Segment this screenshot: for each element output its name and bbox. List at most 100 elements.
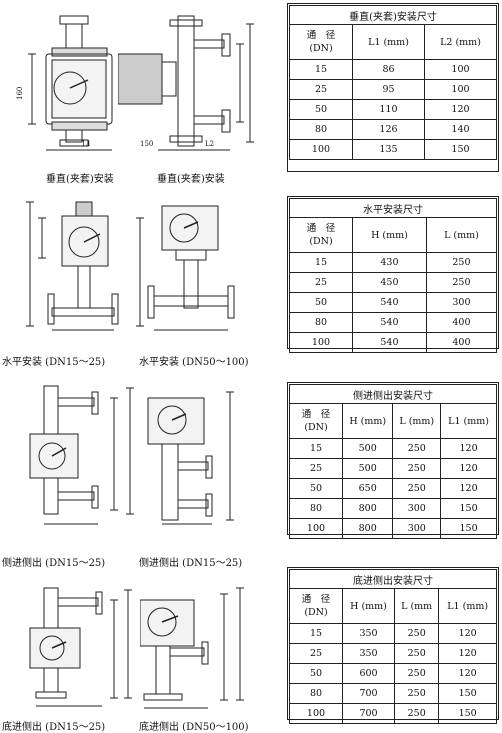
cell: 80: [289, 683, 343, 704]
vertical-front-drawing: [28, 15, 113, 151]
cell: 650: [341, 478, 394, 499]
cell: 250: [394, 663, 440, 684]
cell: 250: [392, 438, 442, 459]
side-in-side-out-2-drawing: [147, 391, 234, 525]
header-dn: 通 径 (DN): [289, 217, 353, 253]
cell: 300: [425, 292, 498, 313]
cell: 250: [394, 643, 440, 664]
cell: 86: [352, 59, 425, 80]
caption-vertical-1: 垂直(夹套)安装: [46, 174, 114, 185]
cell: 250: [425, 272, 498, 293]
cell: 126: [352, 119, 425, 140]
caption-horizontal-2: 水平安装 (DN50～100): [139, 357, 249, 368]
cell: 110: [352, 99, 425, 120]
table-title: 侧进侧出安装尺寸: [289, 384, 497, 404]
cell: 350: [341, 643, 396, 664]
header-l1: L1 (mm): [352, 24, 425, 60]
cell: 600: [341, 663, 396, 684]
cell: 25: [289, 458, 343, 479]
cell: 120: [440, 438, 497, 459]
horizontal-small-drawing: [26, 201, 119, 331]
cell: 100: [289, 139, 353, 160]
cell: 430: [352, 252, 427, 273]
cell: 50: [289, 478, 343, 499]
cell: 540: [352, 332, 427, 353]
cell: 540: [352, 292, 427, 313]
cell: 100: [424, 79, 497, 100]
cell: 500: [341, 458, 394, 479]
dim-150-label: 150: [140, 140, 154, 148]
cell: 100: [289, 332, 353, 353]
cell: 150: [424, 139, 497, 160]
caption-bottom-1: 底进侧出 (DN15～25): [2, 722, 106, 733]
dim-160-label: 160: [16, 86, 24, 100]
cell: 25: [289, 272, 353, 293]
cell: 800: [341, 518, 394, 539]
header-dn: 通 径 (DN): [289, 24, 353, 60]
dim-l2-label: L2: [205, 140, 215, 148]
cell: 50: [289, 99, 353, 120]
cell: 500: [341, 438, 394, 459]
cell: 250: [392, 478, 442, 499]
cell: 300: [392, 498, 442, 519]
cell: 15: [289, 438, 343, 459]
header-l2: L2 (mm): [424, 24, 497, 60]
header-l: L (mm): [425, 217, 498, 253]
header-dn: 通 径 (DN): [289, 588, 343, 624]
cell: 250: [394, 703, 440, 724]
cell: 50: [289, 292, 353, 313]
cell: 150: [440, 498, 497, 519]
header-l: L (mm): [392, 403, 442, 439]
cell: 250: [394, 623, 440, 644]
cell: 150: [438, 683, 497, 704]
caption-bottom-2: 底进侧出 (DN50～100): [139, 722, 249, 733]
caption-horizontal-1: 水平安装 (DN15～25): [2, 357, 106, 368]
header-h: H (mm): [341, 403, 394, 439]
cell: 80: [289, 498, 343, 519]
cell: 150: [438, 703, 497, 724]
cell: 250: [392, 458, 442, 479]
cell: 15: [289, 59, 353, 80]
vertical-side-drawing: [118, 15, 254, 151]
cell: 15: [289, 252, 353, 273]
bottom-in-side-out-1-drawing: [29, 587, 132, 707]
cell: 700: [341, 703, 396, 724]
cell: 100: [424, 59, 497, 80]
header-l1: L1 (mm): [440, 403, 497, 439]
caption-side-1: 侧进侧出 (DN15～25): [2, 558, 106, 569]
table-title: 水平安装尺寸: [289, 198, 497, 218]
cell: 450: [352, 272, 427, 293]
dim-l1-label: L1: [82, 140, 92, 148]
cell: 120: [438, 663, 497, 684]
cell: 800: [341, 498, 394, 519]
cell: 80: [289, 312, 353, 333]
bottom-in-side-out-2-drawing: [140, 587, 244, 709]
cell: 140: [424, 119, 497, 140]
cell: 120: [438, 623, 497, 644]
cell: 80: [289, 119, 353, 140]
cell: 95: [352, 79, 425, 100]
cell: 25: [289, 79, 353, 100]
cell: 120: [438, 643, 497, 664]
table-title: 底进侧出安装尺寸: [289, 569, 497, 589]
cell: 120: [424, 99, 497, 120]
cell: 120: [440, 478, 497, 499]
side-install-table: 侧进侧出安装尺寸 通 径 (DN) H (mm) L (mm) L1 (mm) …: [289, 384, 497, 539]
